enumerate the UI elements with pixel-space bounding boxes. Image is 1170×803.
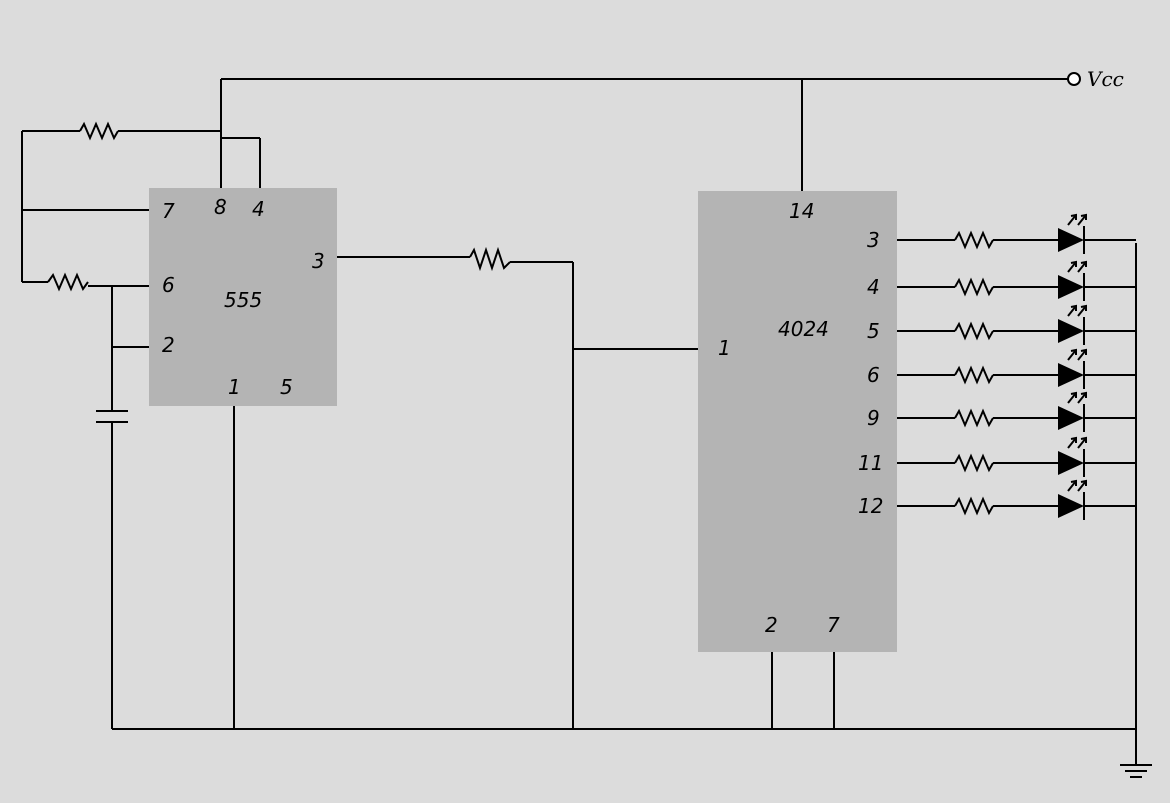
led-row: 9 xyxy=(867,391,1136,432)
vcc-rail: Vcc xyxy=(220,67,1124,191)
pin-4024-2: 2 xyxy=(765,613,778,637)
pin-4024-14: 14 xyxy=(789,199,814,223)
pin-555-6: 6 xyxy=(162,273,175,297)
led-row: 12 xyxy=(858,479,1136,520)
pin-4024-11: 11 xyxy=(858,451,883,475)
timing-network xyxy=(21,121,261,729)
clock-connection xyxy=(337,246,698,729)
resistor-led xyxy=(954,277,994,297)
led-row: 6 xyxy=(867,348,1136,389)
pin-555-8: 8 xyxy=(214,195,227,219)
vcc-terminal xyxy=(1067,72,1081,86)
pin-555-5: 5 xyxy=(280,375,293,399)
resistor-ra xyxy=(79,121,119,141)
pin-555-4: 4 xyxy=(252,197,265,221)
chip-4024-body xyxy=(698,191,897,652)
led-icon xyxy=(1058,319,1084,343)
pin-4024-3: 3 xyxy=(867,228,880,252)
resistor-led xyxy=(954,230,994,250)
resistor-led xyxy=(954,453,994,473)
chip-555-body xyxy=(149,188,337,406)
pin-4024-4: 4 xyxy=(867,275,880,299)
pin-555-1: 1 xyxy=(228,375,241,399)
ground-symbol xyxy=(1120,764,1152,778)
led-row: 4 xyxy=(867,260,1136,301)
led-row: 5 xyxy=(867,304,1136,345)
led-icon xyxy=(1058,363,1084,387)
resistor-led xyxy=(954,408,994,428)
pin-4024-1: 1 xyxy=(718,336,731,360)
chip-555-labels: 7 8 4 6 2 3 1 5 555 xyxy=(162,195,325,399)
pin-4024-7: 7 xyxy=(827,613,840,637)
led-icon xyxy=(1058,406,1084,430)
led-row: 3 xyxy=(867,213,1136,254)
led-icon xyxy=(1058,228,1084,252)
vcc-label: Vcc xyxy=(1087,67,1124,91)
chip-4024-name: 4024 xyxy=(778,317,829,341)
pin-555-3: 3 xyxy=(312,249,325,273)
pin-555-2: 2 xyxy=(162,333,175,357)
chip-4024-labels: 14 1 2 7 4024 xyxy=(718,199,840,637)
pin-555-7: 7 xyxy=(162,199,175,223)
resistor-led xyxy=(954,496,994,516)
pin-4024-6: 6 xyxy=(867,363,880,387)
led-icon xyxy=(1058,275,1084,299)
pin-4024-12: 12 xyxy=(858,494,883,518)
resistor-output xyxy=(469,246,511,272)
chip-555-name: 555 xyxy=(224,288,262,312)
led-row: 11 xyxy=(858,436,1136,477)
pin-4024-9: 9 xyxy=(867,406,880,430)
resistor-led xyxy=(954,321,994,341)
resistor-led xyxy=(954,365,994,385)
led-icon xyxy=(1058,451,1084,475)
led-outputs: 3 4 5 6 9 11 12 xyxy=(858,213,1136,520)
led-icon xyxy=(1058,494,1084,518)
resistor-rb xyxy=(47,272,89,292)
pin-4024-5: 5 xyxy=(867,319,880,343)
